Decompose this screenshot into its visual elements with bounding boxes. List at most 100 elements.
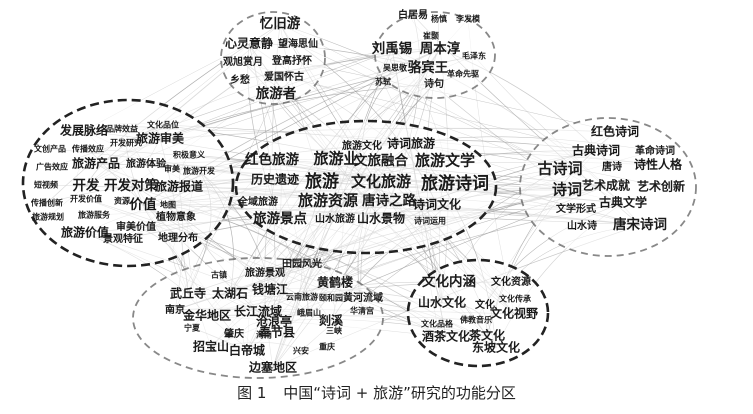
node-label: 吴思敬 [383, 63, 408, 73]
node-label: 望海思仙 [278, 37, 318, 50]
node-label: 旅游规划 [32, 212, 64, 222]
node-label: 佛教音乐 [459, 315, 492, 325]
node-label: 开发价值 [70, 194, 102, 204]
node-label: 诗词运用 [414, 216, 446, 226]
node-label: 诗句 [424, 77, 444, 90]
node-label: 地理分布 [158, 231, 198, 244]
node-label: 崔颢 [422, 31, 439, 41]
node-label: 植物意象 [155, 210, 196, 223]
node-label: 诗词旅游 [387, 136, 435, 151]
node-label: 文化资源 [491, 275, 531, 288]
node-label: 东坡文化 [472, 340, 520, 355]
node-label: 旅游体验 [126, 157, 167, 170]
node-label: 忆旧游 [260, 15, 301, 32]
node-label: 品牌效益 [106, 124, 138, 134]
node-label: 审美价值 [116, 220, 156, 233]
node-label: 开发研究 [110, 138, 142, 148]
node-label: 周本淳 [420, 40, 461, 57]
node-label: 积极意义 [173, 150, 206, 160]
figure-number: 图 1 [237, 384, 267, 402]
node-label: 肇庆 [223, 327, 244, 340]
node-label: 开发 [73, 177, 100, 194]
node-label: 旅游诗词 [421, 173, 489, 194]
node-label: 奉节县 [258, 325, 295, 340]
node-label: 剡溪 [319, 313, 344, 328]
cluster-outline-memory [220, 11, 326, 105]
node-label: 旅游价值 [61, 225, 109, 240]
node-label: 招宝山 [193, 339, 229, 354]
node-label: 艺术成就 [582, 178, 630, 193]
node-label: 南京 [165, 303, 185, 316]
cluster-outline-culture [406, 258, 550, 368]
node-label: 心灵意静 [225, 36, 273, 51]
node-label: 海南 [256, 330, 272, 340]
node-label: 旅游 [305, 171, 339, 192]
node-label: 古典诗词 [572, 143, 620, 158]
node-label: 钱塘江 [252, 282, 288, 297]
node-label: 武丘寺 [170, 286, 206, 301]
node-label: 全域旅游 [237, 195, 278, 208]
cluster-outline-development [21, 98, 235, 268]
node-label: 山水文化 [418, 295, 466, 310]
node-label: 云南旅游 [286, 292, 318, 302]
node-label: 三峡 [326, 326, 343, 336]
network-diagram: 忆旧游心灵意静望海思仙观旭赏月登高抒怀乡愁爱国怀古旅游者白居易杨慎李发模崔颢刘禹… [21, 8, 697, 379]
node-label: 旅游者 [256, 85, 297, 102]
node-label: 山水景物 [357, 211, 405, 226]
node-label: 长江流域 [234, 304, 282, 319]
node-label: 红色旅游 [245, 151, 299, 168]
node-label: 审美 [164, 164, 181, 174]
node-label: 峨眉山 [297, 308, 321, 318]
node-label: 旅游业 [313, 150, 358, 168]
node-label: 白居易 [398, 8, 428, 21]
node-label-layer: 忆旧游心灵意静望海思仙观旭赏月登高抒怀乡愁爱国怀古旅游者白居易杨慎李发模崔颢刘禹… [30, 8, 685, 375]
node-label: 文创产品 [34, 144, 66, 154]
node-label: 传播效应 [71, 144, 104, 154]
node-label: 文化品位 [147, 120, 179, 130]
node-label: 发展脉络 [59, 123, 108, 138]
node-label: 文学形式 [556, 202, 596, 215]
node-label: 旅游资源 [298, 192, 358, 210]
node-label: 文化视野 [490, 306, 538, 321]
node-label: 沧浪亭 [256, 314, 292, 329]
node-label: 诗性人格 [634, 157, 683, 172]
figure-caption: 图 1 中国“诗词 + 旅游”研究的功能分区 [0, 382, 753, 403]
node-label: 旅游文学 [415, 152, 475, 170]
node-label: 旅游服务 [78, 210, 111, 220]
node-label: 文化品格 [421, 319, 454, 329]
cluster-outline-classical [519, 117, 697, 257]
node-label: 边塞地区 [248, 360, 297, 375]
node-label: 茶文化 [468, 328, 505, 343]
node-label: 广告效应 [36, 162, 68, 172]
node-label: 唐宋诗词 [613, 216, 667, 233]
node-label: 古典文学 [599, 195, 647, 210]
node-label: 兴安 [293, 346, 309, 356]
node-label: 旅游开发 [183, 166, 216, 176]
cluster-outline-core [234, 119, 498, 255]
edge-line [297, 43, 561, 170]
node-label: 文化内涵 [422, 273, 476, 290]
node-label: 诗词文化 [413, 197, 461, 212]
node-label: 黄河流域 [343, 291, 383, 304]
node-label: 旅游产品 [72, 156, 120, 171]
node-label: 酒茶文化 [422, 329, 470, 344]
node-label: 白帝城 [229, 343, 265, 358]
node-label: 乡愁 [230, 73, 250, 86]
node-label: 历史遗迹 [251, 172, 299, 187]
node-label: 宁夏 [184, 323, 201, 333]
node-label: 红色诗词 [591, 124, 639, 139]
cluster-outline-layer [21, 11, 697, 379]
node-label: 景观特征 [103, 232, 143, 245]
node-label: 金华地区 [182, 308, 231, 323]
node-label: 开发对策 [104, 177, 158, 194]
node-label: 资源 [114, 196, 130, 206]
node-label: 诗词 [552, 181, 582, 199]
node-label: 文化传承 [499, 294, 531, 304]
node-label: 旅游报道 [155, 179, 203, 194]
figure-title: 中国“诗词 + 旅游”研究的功能分区 [283, 384, 516, 402]
node-label: 刘禹锡 [372, 40, 413, 57]
node-label: 旅游景点 [253, 210, 307, 227]
cluster-outline-poets [374, 11, 496, 99]
node-label: 山水诗 [567, 219, 597, 232]
node-label: 古镇 [211, 270, 227, 280]
